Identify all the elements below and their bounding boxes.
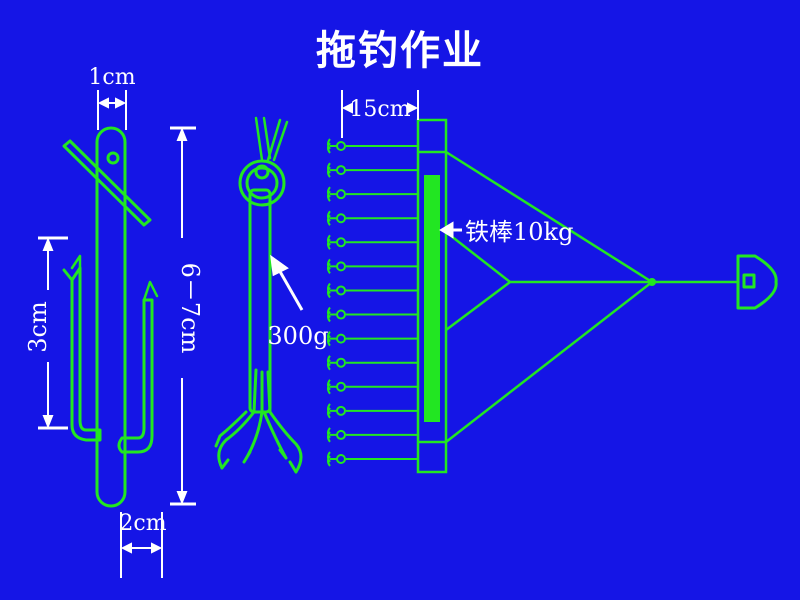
lure-ring — [238, 159, 286, 207]
branch-hook — [327, 210, 346, 226]
hook-length-label: 6－7cm — [176, 263, 204, 354]
hook-crosswire — [62, 139, 152, 227]
lure-treble-hook — [214, 368, 303, 474]
hook-dimensions — [38, 90, 196, 578]
hook-right-barb — [117, 298, 154, 454]
lure-weight-arrow — [270, 254, 304, 311]
hook-shank — [95, 126, 127, 508]
branch-hook — [327, 258, 346, 275]
rig-branch-lines — [346, 145, 418, 460]
rig-spacing-dimension — [341, 90, 419, 138]
lure-figure — [214, 116, 303, 474]
iron-bar-arrow — [439, 221, 462, 239]
hook-width-label: 1cm — [88, 65, 135, 90]
rig-spacing-label: 15cm — [349, 97, 410, 122]
hook-eye — [106, 151, 120, 165]
branch-hook — [327, 403, 346, 419]
hook-left-barb — [62, 266, 102, 442]
branch-hook — [327, 234, 346, 250]
iron-bar-label: 铁棒10kg — [465, 218, 573, 246]
branch-hook — [327, 282, 346, 299]
branch-hook — [327, 138, 346, 154]
rig-frame-box — [416, 118, 448, 474]
branch-hook — [327, 306, 346, 323]
iron-bar — [424, 175, 440, 422]
hook-barb-height-label: 3cm — [24, 301, 52, 353]
branch-hook — [327, 162, 346, 178]
lure-weight-label: 300g — [267, 322, 328, 350]
rig-hooks — [327, 138, 346, 467]
rig-junction — [648, 278, 656, 286]
branch-hook — [327, 451, 346, 467]
branch-hook — [327, 330, 346, 347]
hook-gap-label: 2cm — [119, 511, 166, 536]
branch-hook — [327, 355, 346, 371]
rig-frame — [416, 118, 448, 474]
slide-title: 拖钓作业 — [316, 28, 484, 74]
branch-hook — [327, 379, 346, 395]
boat — [736, 254, 778, 310]
branch-hook — [327, 427, 346, 443]
branch-hook — [327, 186, 346, 202]
rig-bridle — [445, 150, 738, 443]
lure-body — [248, 188, 272, 414]
hook-figure — [62, 126, 159, 508]
